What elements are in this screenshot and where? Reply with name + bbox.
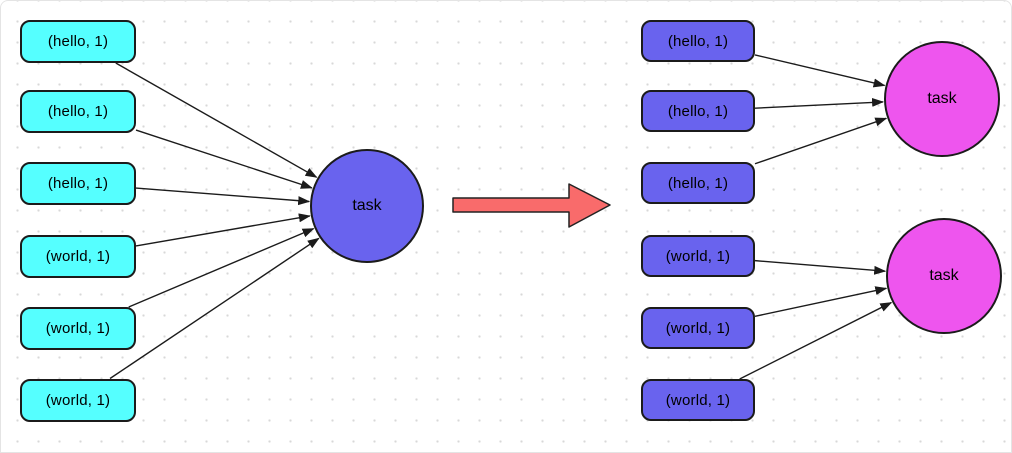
edge-arrow (754, 259, 887, 275)
tuple-label: (hello, 1) (667, 32, 729, 50)
tuple-label: (world, 1) (665, 391, 731, 409)
edge-arrow (754, 97, 885, 109)
tuple-node: (world, 1) (20, 307, 136, 350)
edge-arrow (754, 117, 888, 165)
tuple-label: (world, 1) (665, 319, 731, 337)
tuple-label: (world, 1) (45, 320, 111, 337)
task-label: task (352, 197, 382, 214)
tuple-node: (world, 1) (641, 379, 755, 421)
tuple-label: (world, 1) (45, 392, 111, 409)
tuple-label: (hello, 1) (47, 33, 109, 50)
task-label: task (927, 90, 957, 107)
tuple-label: (world, 1) (45, 248, 111, 265)
edge-arrow (109, 237, 320, 380)
tuple-node: (world, 1) (20, 235, 136, 278)
edge-arrow (128, 227, 315, 308)
task-node: task (884, 41, 1000, 157)
task-node: task (310, 149, 424, 263)
tuple-node: (world, 1) (641, 307, 755, 349)
tuple-label: (hello, 1) (47, 103, 109, 120)
tuple-label: (hello, 1) (667, 102, 729, 120)
tuple-node: (hello, 1) (641, 20, 755, 62)
tuple-label: (hello, 1) (47, 175, 109, 192)
edge-arrow (135, 129, 313, 189)
edge-arrow (739, 301, 893, 380)
tuple-node: (hello, 1) (20, 20, 136, 63)
transform-arrow-icon (452, 183, 611, 228)
edge-arrow (754, 286, 888, 318)
tuple-label: (hello, 1) (667, 174, 729, 192)
task-node: task (886, 218, 1002, 334)
edge-arrow (754, 54, 886, 88)
tuple-label: (world, 1) (665, 247, 731, 265)
edge-arrow (115, 62, 318, 178)
tuple-node: (hello, 1) (641, 90, 755, 132)
tuple-node: (world, 1) (20, 379, 136, 422)
tuple-node: (hello, 1) (20, 162, 136, 205)
task-label: task (929, 267, 959, 284)
tuple-node: (world, 1) (641, 235, 755, 277)
edge-arrow (135, 187, 311, 206)
edge-arrow (135, 213, 311, 247)
tuple-node: (hello, 1) (20, 90, 136, 133)
tuple-node: (hello, 1) (641, 162, 755, 204)
